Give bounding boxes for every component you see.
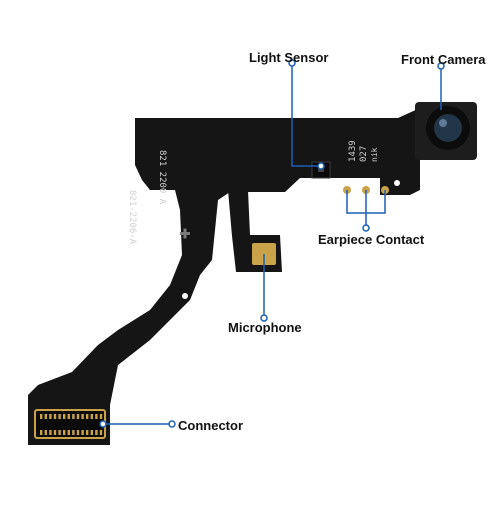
connector-pin: [40, 414, 43, 419]
alignment-mark: [180, 228, 190, 239]
front-camera-dot: [437, 62, 445, 70]
mount-hole: [394, 180, 400, 186]
microphone-dot: [260, 314, 268, 322]
connector-pin: [58, 430, 61, 435]
connector-pin: [63, 414, 66, 419]
connector-pins: [40, 414, 103, 435]
connector-pin: [99, 430, 103, 435]
connector-pin: [76, 430, 80, 435]
mount-hole: [43, 323, 51, 331]
earpiece-dot: [362, 224, 370, 232]
camera-lens-highlight: [439, 119, 447, 127]
connector-dot: [168, 420, 176, 428]
connector-pin: [72, 414, 75, 419]
connector-pin: [49, 430, 52, 435]
board-code-1: 1439: [348, 140, 358, 162]
board-part-number-b: 821-2206-A: [127, 190, 137, 245]
earpiece-contact-label: Earpiece Contact: [318, 232, 425, 247]
connector-pin: [67, 430, 70, 435]
mount-hole: [182, 293, 188, 299]
connector-pin: [63, 430, 66, 435]
connector-label: Connector: [178, 418, 243, 433]
connector-pin: [53, 414, 57, 419]
callout-dots: [99, 59, 445, 428]
board-code-2: 027: [359, 146, 369, 162]
light-sensor-target-dot: [317, 162, 325, 170]
light-sensor-dot: [288, 59, 296, 67]
connector-pin: [90, 430, 93, 435]
front-camera-label: Front Camera: [401, 52, 486, 67]
connector-pin: [95, 430, 98, 435]
connector-pin: [86, 430, 89, 435]
connector-pin: [81, 430, 84, 435]
connector-pin: [72, 430, 75, 435]
connector-pin: [53, 430, 57, 435]
light-sensor-label: Light Sensor: [249, 50, 329, 65]
connector-pin: [44, 430, 47, 435]
connector-pin: [40, 430, 43, 435]
flex-cable-body: [28, 118, 410, 445]
callout-lines: [103, 65, 442, 425]
connector-pin: [95, 414, 98, 419]
connector-pin: [90, 414, 93, 419]
connector-target-dot: [99, 420, 107, 428]
board-part-number-a: 821 2200 A: [157, 150, 167, 205]
connector-pin: [86, 414, 89, 419]
connector-pin: [99, 414, 103, 419]
connector-pin: [44, 414, 47, 419]
board-code-3: nik: [370, 147, 379, 162]
camera-lens: [434, 114, 462, 142]
connector-pin: [67, 414, 70, 419]
camera-flex-branch: [398, 108, 420, 195]
microphone-label: Microphone: [228, 320, 302, 335]
connector-pin: [58, 414, 61, 419]
light-sensor-callout-line: [291, 65, 321, 167]
connector-pin: [49, 414, 52, 419]
connector-pin: [81, 414, 84, 419]
connector-pin: [76, 414, 80, 419]
